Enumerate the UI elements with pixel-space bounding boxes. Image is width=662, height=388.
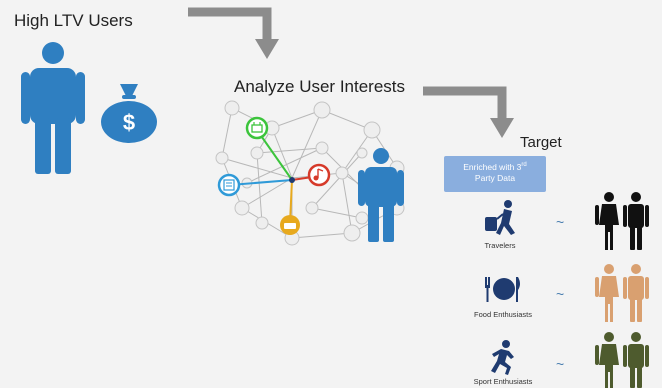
- enriched-line1-sup: rd: [521, 162, 527, 168]
- enriched-data-badge: Enriched with 3rd Party Data: [444, 156, 546, 192]
- segment-label-sport-enthusiasts: Sport Enthusiasts: [473, 377, 533, 386]
- tilde-travelers: ~: [556, 214, 565, 230]
- tilde-sport: ~: [556, 356, 565, 372]
- target-title: Target: [520, 134, 562, 151]
- shopping-interest-icon: [245, 116, 269, 140]
- enriched-line2: Party Data: [474, 172, 516, 183]
- analyzed-user-icon: [358, 148, 404, 242]
- news-interest-icon: [217, 173, 241, 197]
- segment-label-food-enthusiasts: Food Enthusiasts: [474, 310, 532, 319]
- sport-audience-icon: [595, 332, 649, 388]
- food-audience-icon: [595, 264, 649, 322]
- food-interest-icon: [280, 215, 300, 235]
- runner-icon: [491, 340, 514, 375]
- high-ltv-users-title: High LTV Users: [14, 11, 133, 30]
- segment-label-travelers: Travelers: [484, 241, 516, 250]
- high-ltv-user-icon: [21, 42, 85, 174]
- travelers-audience-icon: [595, 192, 649, 250]
- flow-arrow-1: [188, 7, 279, 59]
- food-icon: [485, 277, 520, 302]
- money-bag-icon: $: [101, 84, 157, 143]
- traveler-icon: [485, 200, 515, 235]
- dollar-sign: $: [123, 110, 135, 135]
- tilde-food: ~: [556, 286, 565, 302]
- music-interest-icon: [307, 163, 331, 187]
- flow-arrow-2: [423, 86, 514, 138]
- enriched-line1: Enriched with 3: [463, 161, 522, 172]
- analyze-user-interests-title: Analyze User Interests: [234, 77, 406, 96]
